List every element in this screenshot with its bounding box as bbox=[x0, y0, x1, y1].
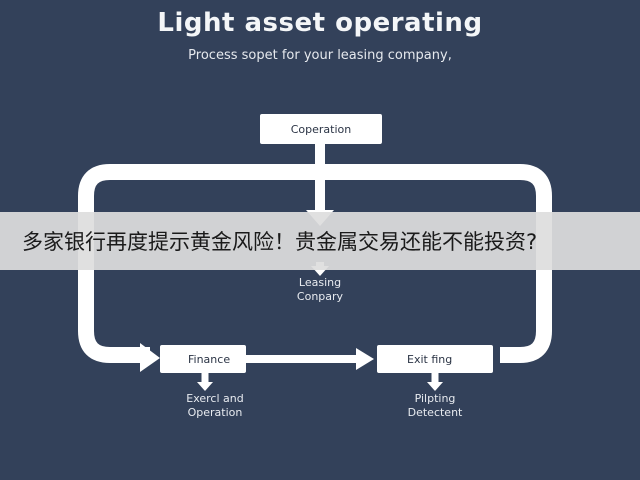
loop-arrowhead bbox=[140, 343, 160, 372]
diagram-title: Light asset operating bbox=[157, 8, 483, 38]
node-cooperation: Coperation bbox=[260, 114, 382, 144]
node-finance-label: Finance bbox=[188, 352, 231, 366]
headline-banner[interactable]: 多家银行再度提示黄金风险！贵金属交易还能不能投资? bbox=[0, 212, 640, 270]
diagram-subtitle: Process sopet for your leasing company, bbox=[188, 48, 452, 63]
caption-pilot-line2: Detectent bbox=[407, 406, 463, 419]
headline-banner-text[interactable]: 多家银行再度提示黄金风险！贵金属交易还能不能投资? bbox=[22, 230, 538, 254]
caption-expend-line1: Exercl and bbox=[186, 392, 244, 405]
node-leasing-line1: Leasing bbox=[298, 276, 342, 289]
caption-pilot-line1: Pilpting bbox=[414, 392, 456, 405]
node-leasing-line2: Conpary bbox=[296, 290, 344, 303]
caption-expend: Exercl and Operation bbox=[150, 392, 280, 420]
node-exit-label: Exit fing bbox=[407, 352, 453, 366]
node-finance: Finance bbox=[160, 345, 246, 373]
caption-pilot: Pilpting Detectent bbox=[375, 392, 495, 420]
node-leasing: Leasing Conpary bbox=[260, 276, 380, 304]
caption-expend-line2: Operation bbox=[187, 406, 243, 419]
node-cooperation-label: Coperation bbox=[290, 122, 352, 136]
finance-to-exit-arrowhead bbox=[356, 348, 374, 370]
finance-down-arrowhead bbox=[197, 382, 213, 391]
exit-down-arrowhead bbox=[427, 382, 443, 391]
node-exit: Exit fing bbox=[377, 345, 493, 373]
